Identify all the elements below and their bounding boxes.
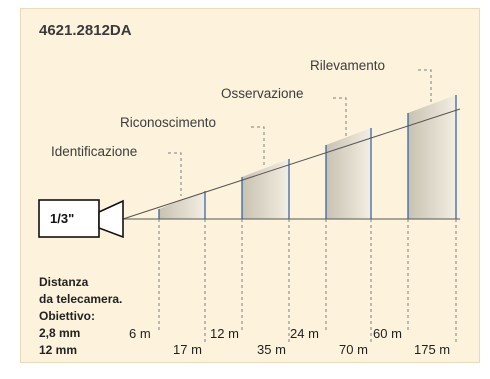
legend-lens-wide: 2,8 mm	[39, 326, 81, 340]
camera-body-icon	[38, 199, 100, 238]
sensor-size-label: 1/3"	[50, 211, 75, 226]
legend-line-1: Distanza	[39, 275, 89, 289]
distance-wide-4: 60 m	[373, 326, 402, 341]
model-code: 4621.2812DA	[39, 22, 132, 39]
distance-tele-4: 175 m	[414, 342, 451, 357]
distance-wide-2: 12 m	[210, 326, 239, 341]
leader-identificazione	[168, 152, 182, 196]
zone-band-riconoscimento	[242, 159, 289, 219]
leader-osservazione	[333, 97, 347, 137]
distance-wide-1: 6 m	[129, 326, 151, 341]
leader-rilevamento	[418, 69, 432, 104]
distance-tele-3: 70 m	[339, 342, 368, 357]
zone-label-riconoscimento: Riconoscimento	[120, 115, 217, 130]
zone-label-osservazione: Osservazione	[221, 86, 304, 101]
zone-band-identificazione	[159, 191, 205, 219]
distance-wide-3: 24 m	[290, 326, 319, 341]
camera-lens-icon	[98, 199, 124, 239]
fov-upper-line	[122, 108, 461, 220]
legend-line-3: Obiettivo:	[39, 309, 95, 323]
leader-riconoscimento	[251, 126, 265, 168]
legend-line-2: da telecamera.	[39, 292, 123, 306]
zone-label-identificazione: Identificazione	[51, 144, 138, 159]
zone-band-rilevamento	[408, 95, 456, 219]
legend-lens-tele: 12 mm	[39, 343, 78, 357]
zone-band-osservazione	[326, 128, 371, 219]
distance-tele-2: 35 m	[257, 342, 286, 357]
zone-label-rilevamento: Rilevamento	[310, 58, 386, 73]
distance-tele-1: 17 m	[173, 342, 202, 357]
